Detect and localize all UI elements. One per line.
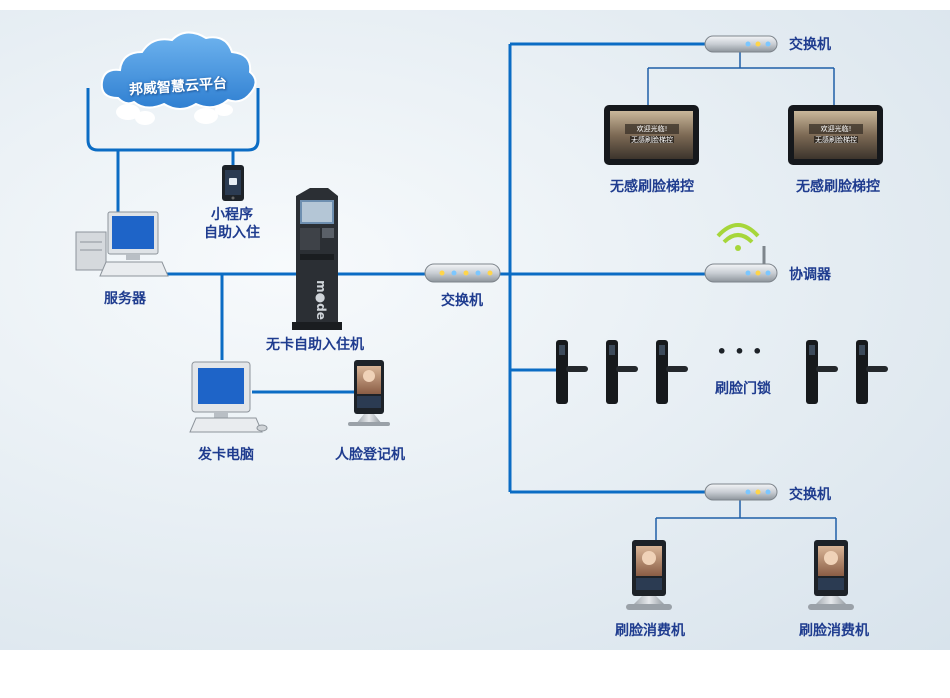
server-computer-icon <box>75 211 169 277</box>
face-register-terminal-icon <box>348 360 390 426</box>
label-door-lock: 刷脸门锁 <box>715 381 771 397</box>
label-face-register: 人脸登记机 <box>335 447 405 463</box>
smartphone-icon <box>222 165 244 201</box>
cloud-icon <box>100 31 257 125</box>
door-lock-icon <box>806 340 838 404</box>
label-switch-top: 交换机 <box>789 37 831 53</box>
switch-center-icon <box>424 263 501 283</box>
cloud-frame <box>86 88 260 152</box>
door-lock-icons <box>556 340 888 404</box>
switch-bottom-icon <box>704 483 778 501</box>
elevator-display-left-icon: 欢迎光临! 无感刷脸梯控 <box>604 105 699 165</box>
label-elevator-left: 无感刷脸梯控 <box>610 179 694 195</box>
label-coordinator: 协调器 <box>789 267 831 283</box>
door-lock-icon <box>856 340 888 404</box>
self-checkin-kiosk-icon: m●de <box>292 188 342 330</box>
door-lock-icon <box>656 340 688 404</box>
branch-lines <box>647 52 837 540</box>
label-pos-right: 刷脸消费机 <box>799 623 869 639</box>
svg-text:m●de: m●de <box>314 280 328 320</box>
switch-top-icon <box>704 35 778 53</box>
elevator-left-welcome: 欢迎光临! <box>637 124 668 133</box>
elevator-display-right-icon: 欢迎光临! 无感刷脸梯控 <box>788 105 883 165</box>
ellipsis-more-locks: • • • <box>716 342 764 361</box>
elevator-right-welcome: 欢迎光临! <box>821 124 852 133</box>
label-switch-bottom: 交换机 <box>789 487 831 503</box>
face-payment-terminal-left-icon <box>626 540 672 610</box>
face-payment-terminal-right-icon <box>808 540 854 610</box>
elevator-left-subtitle: 无感刷脸梯控 <box>631 135 673 144</box>
label-pos-left: 刷脸消费机 <box>615 623 685 639</box>
elevator-right-subtitle: 无感刷脸梯控 <box>815 135 857 144</box>
door-lock-icon <box>606 340 638 404</box>
label-switch-center: 交换机 <box>441 293 483 309</box>
connection-lines <box>86 42 705 494</box>
label-card-pc: 发卡电脑 <box>198 447 254 463</box>
card-issuing-computer-icon <box>189 361 268 433</box>
label-elevator-right: 无感刷脸梯控 <box>796 179 880 195</box>
door-lock-icon <box>556 340 588 404</box>
coordinator-router-icon <box>704 223 778 283</box>
label-miniprogram: 小程序 自助入住 <box>204 207 260 241</box>
label-server: 服务器 <box>104 291 146 307</box>
label-kiosk: 无卡自助入住机 <box>266 337 364 353</box>
